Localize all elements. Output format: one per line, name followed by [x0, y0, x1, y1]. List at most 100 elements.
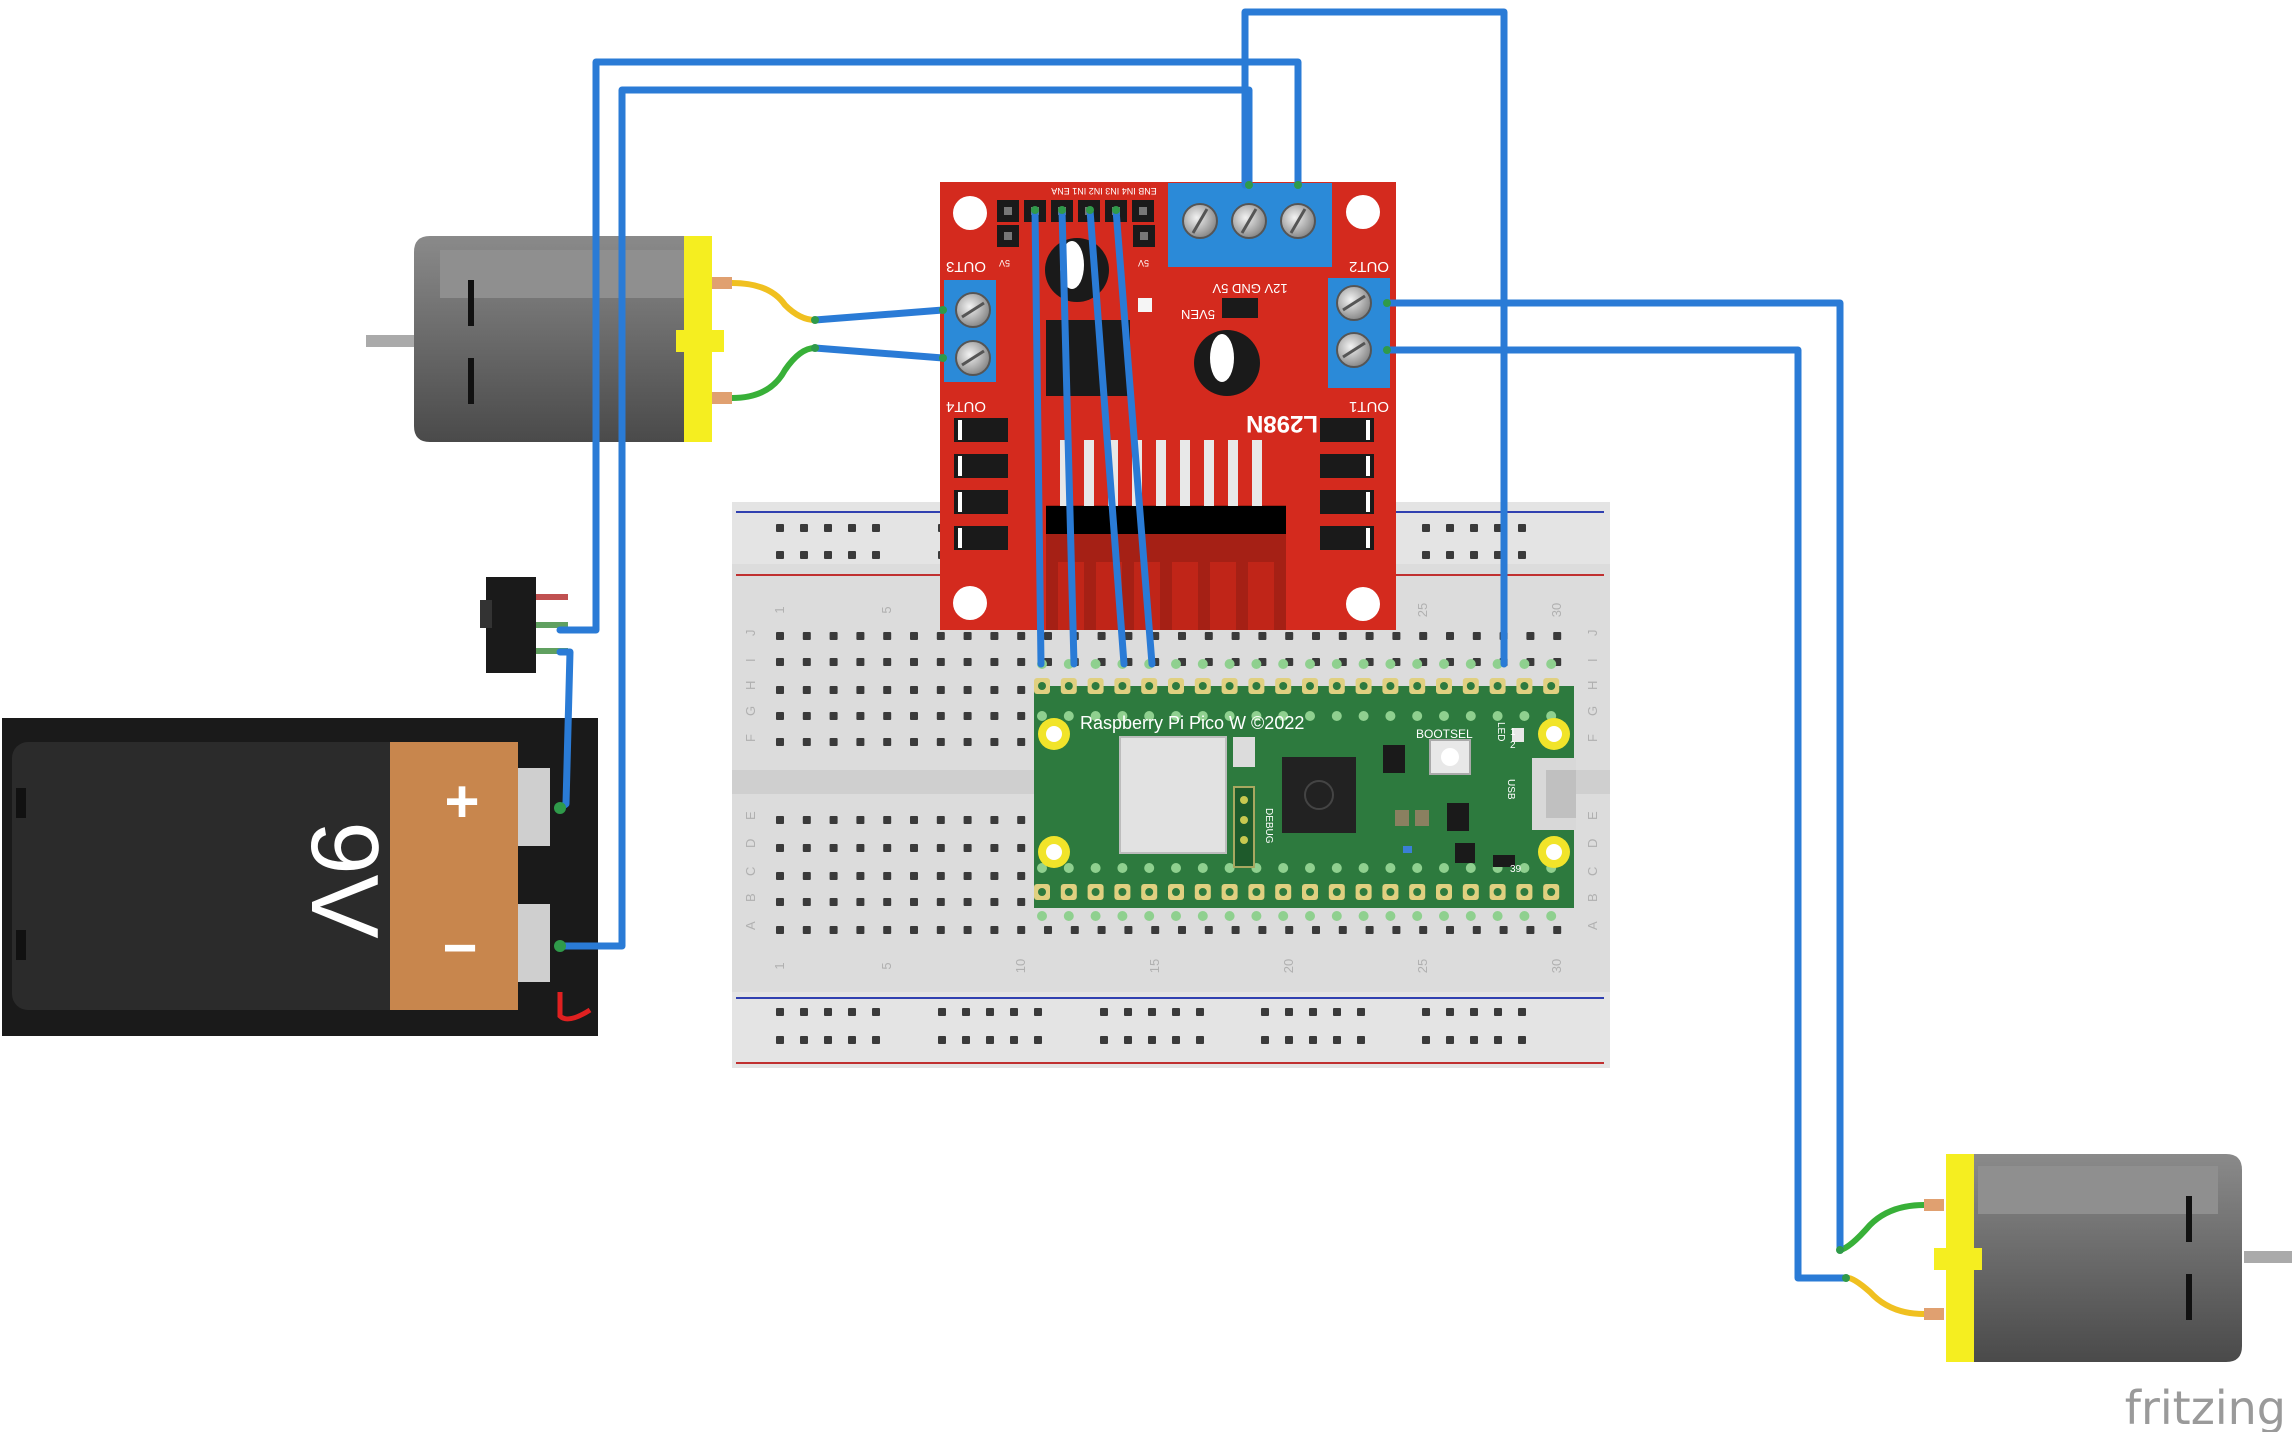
- pin-hole: [1037, 711, 1047, 721]
- battery-minus-icon: −: [442, 914, 477, 981]
- row-letter: H: [743, 681, 758, 690]
- breadboard-hole: [963, 738, 972, 746]
- pin-hole: [1439, 711, 1449, 721]
- rf-component: [1233, 737, 1255, 767]
- motor-shaft: [366, 335, 418, 347]
- breadboard-hole: [1312, 632, 1320, 640]
- breadboard-hole: [910, 658, 918, 666]
- rail-hole: [1470, 524, 1478, 532]
- dc-motor-left: [366, 236, 732, 442]
- column-number: 20: [1281, 959, 1296, 973]
- rail-hole: [1446, 551, 1454, 559]
- rail-hole: [1470, 1036, 1478, 1044]
- breadboard-hole: [963, 844, 972, 852]
- breadboard-hole: [1285, 632, 1294, 640]
- diode: [954, 526, 1008, 550]
- row-letter: J: [743, 630, 758, 637]
- breadboard-hole: [990, 712, 999, 720]
- wire-motor-left-a: [811, 306, 947, 324]
- pin-hole: [1546, 911, 1557, 921]
- breadboard-hole: [776, 872, 784, 880]
- diode: [954, 418, 1008, 442]
- pin-hole: [1224, 711, 1235, 721]
- rail-hole: [824, 1008, 832, 1016]
- rail-hole: [1518, 524, 1526, 532]
- breadboard-hole: [936, 844, 945, 852]
- rail-hole: [1446, 1036, 1454, 1044]
- breadboard-hole: [776, 686, 784, 694]
- 5v-label-a: 5V: [999, 258, 1010, 268]
- motor-shaft: [2244, 1251, 2292, 1263]
- row-letter: G: [1585, 706, 1600, 716]
- rail-hole: [776, 1008, 784, 1016]
- pin-hole: [1278, 863, 1289, 873]
- power-terminal-labels: 12V GND 5V: [1212, 281, 1287, 296]
- pin-hole: [1519, 711, 1530, 721]
- breadboard-hole: [990, 632, 999, 640]
- breadboard-hole: [1446, 632, 1454, 640]
- pin-hole: [1358, 659, 1369, 669]
- wire-endpoints: [554, 181, 1850, 1282]
- breadboard-hole: [1017, 872, 1026, 880]
- breadboard-hole: [1017, 658, 1026, 666]
- pin-hole: [1037, 911, 1047, 921]
- breadboard-hole: [856, 898, 865, 906]
- breadboard-hole: [1526, 632, 1535, 640]
- breadboard-hole: [910, 816, 918, 824]
- rail-hole: [824, 1036, 832, 1044]
- rail-hole: [776, 524, 784, 532]
- dc-motor-right: [1924, 1154, 2292, 1362]
- breadboard-hole: [1258, 926, 1267, 934]
- breadboard-hole: [802, 738, 811, 746]
- heatsink-fin: [1228, 440, 1238, 506]
- breadboard-hole: [936, 872, 945, 880]
- wire-12v: [556, 86, 1253, 950]
- breadboard-hole: [936, 712, 945, 720]
- breadboard-hole: [936, 816, 945, 824]
- rail-hole: [1010, 1008, 1018, 1016]
- pin-hole: [1412, 711, 1423, 721]
- breadboard-hole: [963, 816, 972, 824]
- l298n-driver-board: ENB IN4 IN3 IN2 IN1 ENA 5VEN 5V 5V 12V G…: [940, 182, 1396, 630]
- wire-in2: [1086, 206, 1128, 668]
- pin-hole: [1090, 863, 1101, 873]
- rail-hole: [848, 524, 856, 532]
- rail-hole: [776, 1036, 784, 1044]
- breadboard-hole: [829, 926, 838, 934]
- pin-2-label: 2: [1510, 740, 1516, 751]
- rail-hole: [1124, 1008, 1132, 1016]
- breadboard-hole: [1044, 632, 1052, 640]
- heatsink-fin: [1156, 440, 1166, 506]
- heatsink-fin: [1060, 440, 1070, 506]
- rail-hole: [1446, 524, 1454, 532]
- breadboard-hole: [1178, 926, 1186, 934]
- pin-hole: [1358, 863, 1369, 873]
- column-number: 30: [1549, 959, 1564, 973]
- column-number: 10: [1013, 959, 1028, 973]
- breadboard-hole: [990, 738, 999, 746]
- row-letter: E: [743, 811, 758, 820]
- wire-out1: [1383, 346, 1850, 1282]
- rail-hole: [848, 1008, 856, 1016]
- rail-hole: [1518, 551, 1526, 559]
- rail-hole: [1309, 1008, 1317, 1016]
- raspberry-logo-icon: [1304, 780, 1334, 810]
- row-letter: I: [743, 658, 758, 662]
- breadboard-hole: [829, 872, 838, 880]
- breadboard-hole: [1312, 926, 1320, 934]
- pin-hole: [1465, 711, 1476, 721]
- column-number: 25: [1415, 959, 1430, 973]
- rail-hole: [1494, 551, 1502, 559]
- regulator: [1046, 320, 1130, 396]
- pin-hole: [1090, 659, 1101, 669]
- pin-hole: [1331, 911, 1342, 921]
- pin-hole: [1224, 911, 1235, 921]
- breadboard-hole: [910, 632, 918, 640]
- breadboard-hole: [910, 872, 918, 880]
- breadboard-hole: [963, 926, 972, 934]
- breadboard-hole: [883, 712, 892, 720]
- pin-hole: [1197, 659, 1208, 669]
- signal-wires: [556, 8, 1850, 1282]
- pico-w-board: Raspberry Pi Pico W ©2022 BOOTSEL DEBUG …: [1034, 659, 1576, 921]
- breadboard-hole: [1231, 926, 1240, 934]
